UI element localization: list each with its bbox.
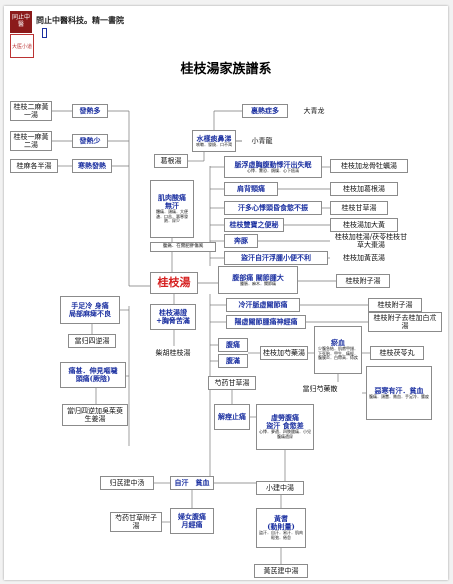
node-gzshaoyao: 桂枝加芍藥湯 [260, 346, 308, 360]
node-tongshu-label: 痛甚．伸見嘔噦 [68, 365, 118, 375]
node-jirou: 肌肉酸痛 無汗 體痛．頭痛．大便溏．口苦．悪寒發熱．尿少 [150, 180, 194, 238]
node-gzfuzi3: 桂枝附子去桂加白朮湯 [368, 312, 442, 332]
node-hanhan-label: 惡寒有汗．貧血 [374, 385, 424, 395]
node-gzlonggumuli: 桂枝加龙骨牡蠣湯 [330, 159, 408, 173]
text-cursor [42, 28, 47, 38]
node-shaoyao: 冷汗脈虛關節痛 [226, 298, 300, 312]
node-xiongmen-sub: 心悸．驚恐．煩燥．心下痞滿 [247, 167, 299, 173]
node-jiazuoyang: 腹痛．在實肥胖傷風 [150, 242, 216, 252]
node-guipijian: 归芪建中汤 [100, 476, 154, 490]
node-yangxu: 陽虛關節腫痛神經痛 [226, 315, 306, 329]
node-fuyan: 婦女腹痛 月經痛 [170, 508, 214, 534]
node-tongshu: 痛甚．伸見嘔噦 頭痛(厥陰) [60, 362, 126, 388]
node-shaoyao-fuzi: 芍药甘草附子湯 [110, 512, 162, 532]
node-xiongmen-label: 脈浮虛胸腹動悸汗出失眠 [234, 159, 312, 169]
node-danggui-wu: 當归四逆加吳茱萸生姜湯 [62, 404, 128, 426]
node-xueyuan: 瘀血 少腹急結．肌膚甲錯．下死胎．甲生．痛經．腹膜炎．白帶高．痔疾 [314, 326, 362, 374]
node-gzyimahuang: 桂枝一麻黃二湯 [10, 131, 52, 151]
node-futong: 腹痛 [218, 338, 248, 352]
node-dazhonglong: 水樣痰鼻涕 咳嗽．發燒．口不渴 [192, 130, 236, 152]
node-xiaoqinglong: 小青龍 [251, 136, 273, 145]
node-shoushou-label2: 局部麻痺不良 [69, 309, 111, 318]
node-xulao: 虛勞腹痛 盜汗 食慾差 心悸．夢遺．四肢酸痛．小兒腹痛遺尿 [256, 404, 314, 450]
node-gzfuling: 桂枝茯苓丸 [370, 346, 424, 360]
node-gzjiagegen: 桂枝加葛根湯 [330, 182, 398, 196]
node-huangqi-label2: (動則量) [267, 522, 295, 532]
node-gzfuzi2: 桂枝附子湯 [368, 298, 422, 312]
node-jirou-label: 肌肉酸痛 [158, 192, 186, 202]
node-gegentang: 葛根湯 [154, 154, 188, 168]
node-shuiqi-sub: 腫脹．麻木．關節痛 [240, 280, 276, 286]
node-fuyan-label: 婦女腹痛 [178, 511, 206, 521]
node-farexiao: 發熱少 [72, 134, 108, 148]
node-xulao-sub: 心悸．夢遺．四肢酸痛．小兒腹痛遺尿 [259, 429, 311, 440]
node-xueyuan-label: 瘀血 [331, 337, 345, 347]
node-jiejiezhi: 解痙止痛 [214, 404, 250, 430]
node-shuirekuai: 裏熱症多 [242, 104, 288, 118]
node-gzjiajiangzhi: 桂枝湯證+胸脅苦滿 [150, 304, 196, 330]
node-gzfuzi: 桂枝附子湯 [336, 274, 390, 288]
node-huangqi: 黃耆 (動則量) 盜汗．自汗．易汗．肌肉鬆弛．倦怠 [256, 508, 306, 548]
node-yanhan: 盜汗自汗浮腫小便不利 [224, 251, 328, 265]
node-xiongmen: 脈浮虛胸腹動悸汗出失眠 心悸．驚恐．煩燥．心下痞滿 [224, 156, 322, 178]
node-hanrefare: 寒熱發熱 [72, 159, 112, 173]
node-shoushou: 手足冷 身痛 局部麻痺不良 [60, 296, 120, 324]
node-gzjiahuangqi: 桂枝加黃芪湯 [343, 253, 385, 262]
node-daqinglong: 大青龙 [303, 106, 325, 115]
node-center-guizhitang: 桂枝湯 [150, 272, 198, 294]
logo2-text: 大医小道 [11, 43, 32, 50]
document-page: 同止中醫 大医小道 問止中醫科技。精一書院 桂枝湯家族譜系 桂枝二麻黃一湯 發熱… [4, 6, 448, 580]
node-dazhonglong-sub: 咳嗽．發燒．口不渴 [196, 141, 232, 147]
logo-secondary: 大医小道 [10, 34, 34, 58]
connector-lines [52, 110, 370, 564]
logo-mark: 同止中醫 [10, 11, 32, 33]
node-huangqi-label: 黃耆 [274, 514, 288, 524]
node-gzjiaguizhi: 桂枝湯加大黃 [330, 218, 398, 232]
node-jirou-sub: 體痛．頭痛．大便溏．口苦．悪寒發熱．尿少 [156, 208, 188, 224]
node-shoushou-label: 手足冷 身痛 [71, 300, 109, 310]
node-shuiqi: 腹部痛 關節腫大 腫脹．麻木．關節痛 [218, 266, 298, 294]
node-jirou-label2: 無汗 [165, 200, 179, 210]
node-gzmagebanch: 桂麻各半湯 [10, 159, 58, 173]
node-gzermahuang: 桂枝二麻黃一湯 [10, 101, 52, 121]
node-huangqi-sub: 盜汗．自汗．易汗．肌肉鬆弛．倦怠 [259, 530, 303, 541]
node-dazhonglong-label: 水樣痰鼻涕 [196, 133, 232, 143]
node-bentun: 奔豚 [224, 234, 258, 248]
node-xueyuan-sub: 少腹急結．肌膚甲錯．下死胎．甲生．痛經．腹膜炎．白帶高．痔疾 [318, 345, 358, 361]
node-gzgancao: 桂枝甘草湯 [330, 201, 388, 215]
company-name: 問止中醫科技。精一書院 [36, 15, 124, 25]
node-gzjiafuling: 桂枝加桂湯/茯苓桂枝甘草大棗湯 [334, 232, 408, 249]
node-hanhan: 惡寒有汗．貧血 腹痛．頭暈．貧血．手足冷．腰痠 [366, 366, 432, 420]
node-gzshangchong: 桂枝雙寶之便秘 [224, 218, 284, 232]
node-zihan: 自汗 貧血 [170, 476, 214, 490]
node-faremuduo: 發熱多 [72, 104, 108, 118]
node-fuman: 腹滿 [218, 354, 248, 368]
node-shuiqi-label: 腹部痛 關節腫大 [232, 272, 284, 282]
node-xiaojianzhong: 小建中湯 [256, 481, 304, 495]
node-hanhan-sub: 腹痛．頭暈．貧血．手足冷．腰痠 [369, 393, 429, 399]
node-shaoyaogancao: 芍药甘草湯 [208, 376, 256, 390]
node-xulao-label2: 盜汗 食慾差 [266, 421, 304, 431]
node-chaihu: 柴胡桂枝湯 [155, 348, 191, 357]
node-xulao-label: 虛勞腹痛 [271, 413, 299, 423]
node-jiangganjing: 肩背頸痛 [224, 182, 278, 196]
node-tongshu-label2: 頭痛(厥陰) [75, 374, 111, 383]
node-dangguisini: 當归四逆湯 [68, 334, 116, 348]
node-fuyan-label2: 月經痛 [181, 520, 203, 529]
logo-text: 同止中醫 [11, 14, 30, 28]
page-title: 桂枝湯家族譜系 [180, 62, 272, 77]
node-huangqijian: 黃芪建中湯 [254, 564, 308, 578]
node-shaoyao-san: 當归芍藥散 [302, 384, 338, 393]
node-hanxinxia: 汗多心悸頭昏食慾不振 [224, 201, 322, 215]
